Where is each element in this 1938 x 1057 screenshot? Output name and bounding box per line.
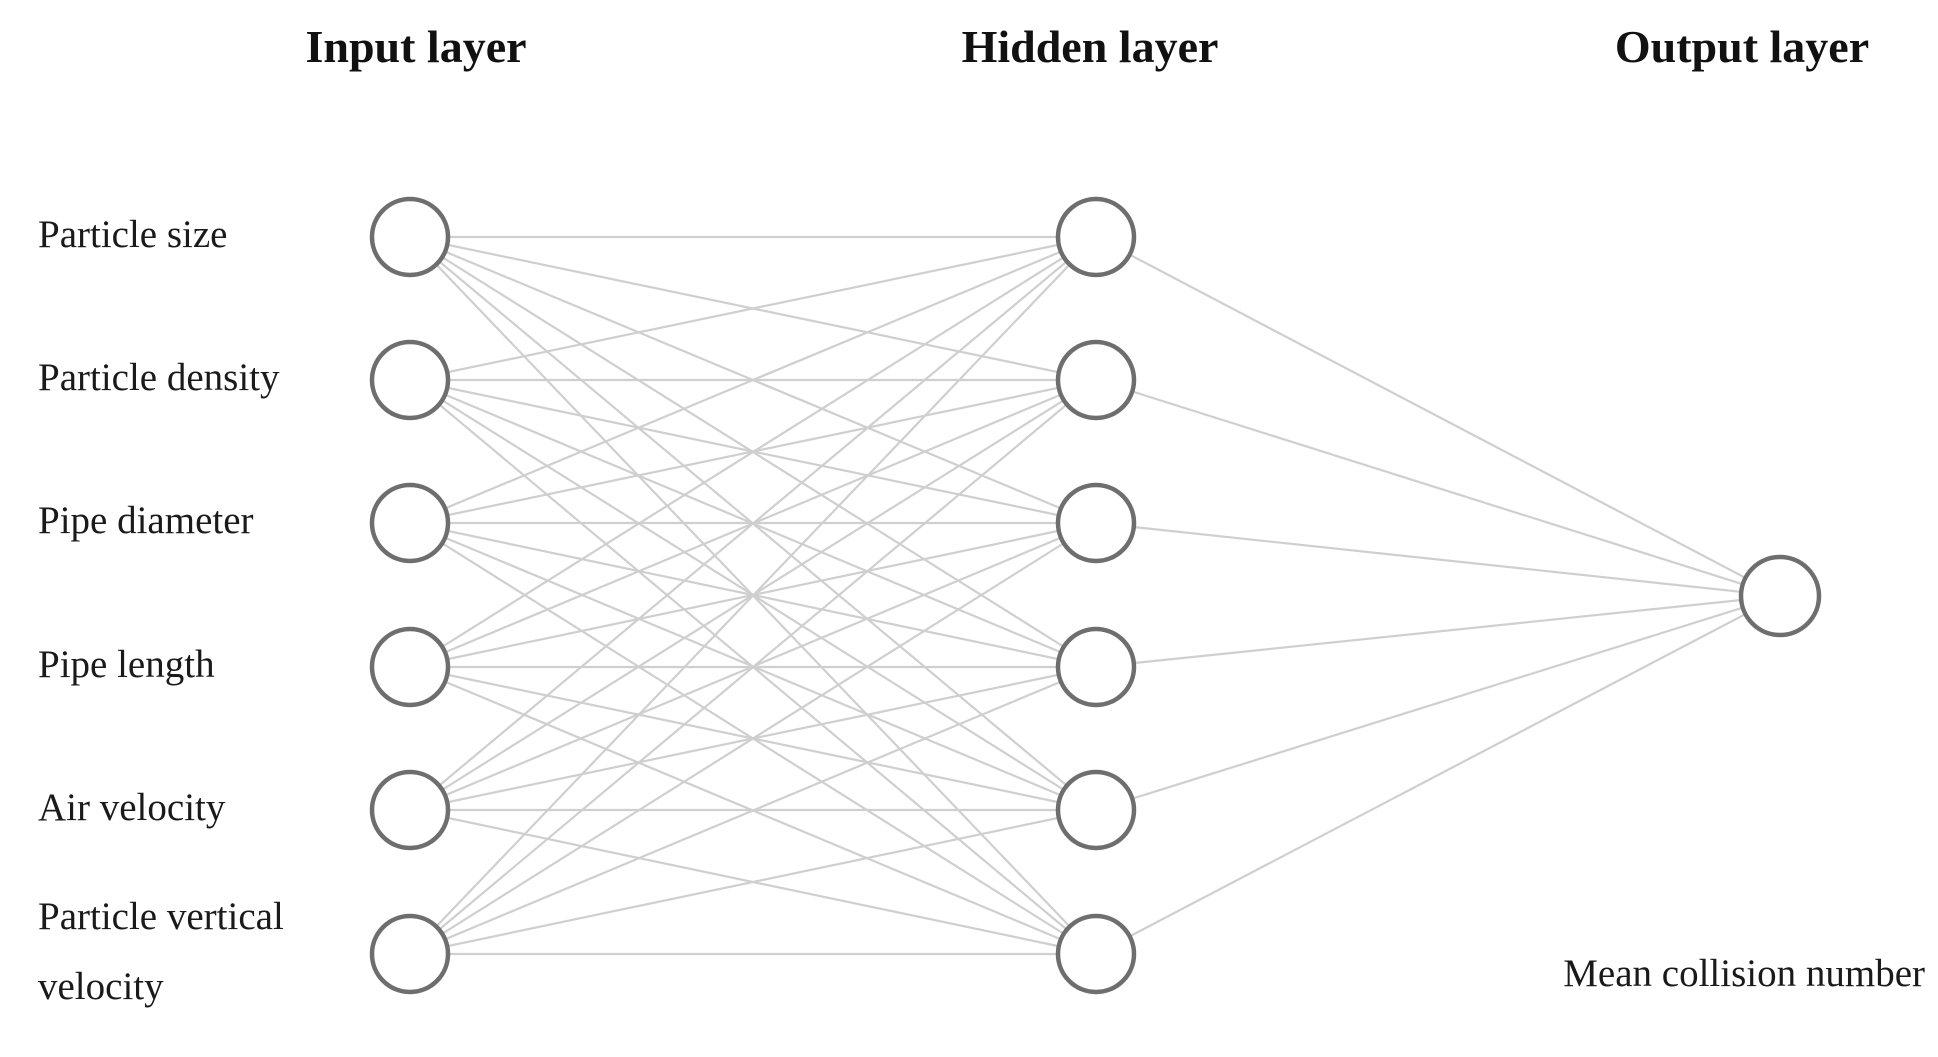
output-layer-title: Output layer bbox=[1615, 21, 1869, 72]
input-node bbox=[369, 339, 451, 421]
input-node bbox=[369, 769, 451, 851]
input-node bbox=[369, 482, 451, 564]
connection-hidden-output bbox=[1095, 521, 1781, 598]
connection-input-hidden bbox=[409, 665, 1097, 956]
hidden-layer-title: Hidden layer bbox=[962, 21, 1219, 72]
connection-input-hidden bbox=[409, 236, 1097, 811]
connection-hidden-output bbox=[1095, 595, 1781, 955]
hidden-node bbox=[1055, 769, 1137, 851]
input-layer-title: Input layer bbox=[305, 21, 526, 72]
input-label-line: velocity bbox=[38, 965, 164, 1008]
connection-input-hidden bbox=[409, 235, 1097, 525]
nodes bbox=[369, 196, 1822, 995]
connection-input-hidden bbox=[409, 808, 1097, 956]
input-label-line: Pipe diameter bbox=[38, 499, 254, 542]
input-label-line: Particle density bbox=[38, 356, 280, 399]
input-label: Pipe length bbox=[38, 643, 215, 686]
input-label-line: Pipe length bbox=[38, 643, 215, 686]
connection-hidden-output bbox=[1095, 378, 1781, 598]
input-label-line: Air velocity bbox=[38, 786, 226, 829]
connection-input-hidden bbox=[409, 379, 1097, 955]
output-label: Mean collision number bbox=[1563, 952, 1925, 995]
input-label: Particle size bbox=[38, 213, 228, 256]
connection-input-hidden bbox=[409, 236, 1097, 668]
input-label: Air velocity bbox=[38, 786, 226, 829]
hidden-node bbox=[1055, 626, 1137, 708]
input-node bbox=[369, 626, 451, 708]
connection-hidden-output bbox=[1095, 594, 1781, 669]
input-label-line: Particle vertical bbox=[38, 895, 284, 938]
input-label-line: Particle size bbox=[38, 213, 228, 256]
hidden-node bbox=[1055, 482, 1137, 564]
connection-hidden-output bbox=[1095, 236, 1781, 597]
connection-input-hidden bbox=[409, 235, 1097, 382]
connections bbox=[409, 235, 1781, 956]
hidden-node bbox=[1055, 913, 1137, 995]
input-label: Pipe diameter bbox=[38, 499, 254, 542]
hidden-node bbox=[1055, 339, 1137, 421]
input-node bbox=[369, 196, 451, 278]
input-label: Particle density bbox=[38, 356, 280, 399]
connection-input-hidden bbox=[409, 236, 1097, 955]
connection-hidden-output bbox=[1095, 594, 1781, 812]
input-label: Particle vertical velocity bbox=[38, 895, 284, 1008]
input-node bbox=[369, 913, 451, 995]
hidden-node bbox=[1055, 196, 1137, 278]
connection-input-hidden bbox=[409, 522, 1097, 955]
output-node bbox=[1738, 554, 1822, 638]
